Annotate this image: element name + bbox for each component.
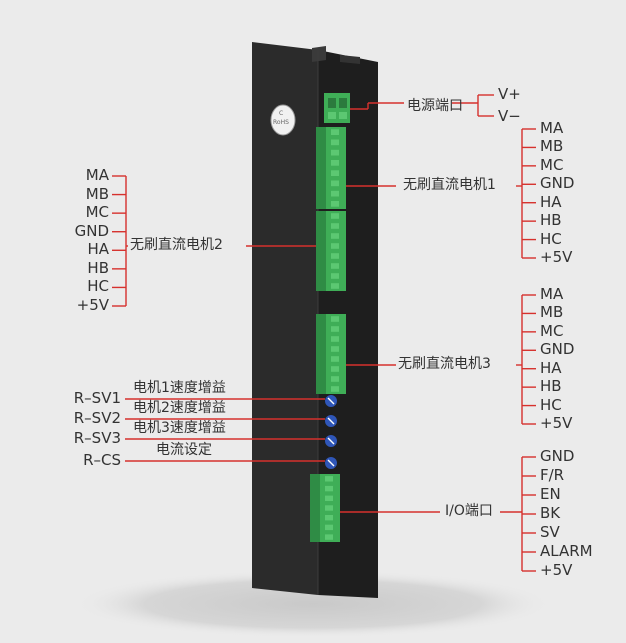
connector-pin — [331, 139, 339, 146]
motor3-pin-label: MA — [540, 285, 564, 303]
motor2-pin-label: HB — [87, 258, 109, 277]
connector-pin — [331, 366, 339, 372]
rohs-badge-text-c: C — [279, 110, 284, 117]
motor1-connector — [316, 127, 346, 209]
connector-pin — [331, 273, 339, 279]
power-pin-vplus: V+ — [498, 85, 521, 103]
connector-pin — [331, 346, 339, 352]
connector-pin — [331, 201, 339, 207]
pot-code-label: R–SV1 — [73, 389, 121, 407]
connector-pin — [331, 223, 339, 229]
io-pin-label: SV — [540, 523, 560, 541]
motor1-pin-label: HC — [540, 229, 562, 248]
motor3-pin-label: HB — [540, 377, 562, 396]
motor3-pin-label: MC — [540, 321, 564, 340]
power-port-label: 电源端口 — [407, 98, 463, 114]
potentiometer-slot — [327, 437, 335, 445]
motor1-pin-label: MC — [540, 155, 564, 174]
motor3-connector — [316, 314, 346, 394]
potentiometers — [325, 395, 337, 469]
io-connector-pins — [325, 476, 333, 540]
connector-pin — [331, 213, 339, 219]
io-pin-label: GND — [540, 447, 575, 465]
io-pin-label: +5V — [540, 561, 573, 579]
connector-pin — [325, 515, 333, 521]
motor2-pin-label: MC — [85, 203, 109, 222]
pot-code-label: R–CS — [83, 451, 121, 469]
io-pin-label: EN — [540, 485, 561, 503]
connector-pin — [331, 233, 339, 239]
connector-pin — [331, 283, 339, 289]
motor3-pin-label: +5V — [540, 414, 573, 432]
motor1-connector-pins — [331, 129, 339, 207]
rohs-badge-icon — [270, 104, 296, 136]
floor-shadow — [73, 570, 553, 638]
connector-pin — [331, 253, 339, 259]
motor3-pin-label: MB — [540, 303, 564, 322]
connector-pin — [325, 505, 333, 511]
connector-pin — [325, 476, 333, 482]
motor2-pin-label: MA — [85, 166, 109, 184]
pot-desc-label: 电机3速度增益 — [133, 420, 226, 436]
power-connector — [324, 93, 350, 123]
pot-desc-label: 电流设定 — [156, 442, 212, 458]
motor1-label: 无刷直流电机1 — [403, 177, 496, 193]
rohs-badge-text-rohs: RoHS — [273, 119, 289, 126]
power-pin-vminus: V− — [498, 107, 521, 125]
motor2-pin-label: GND — [74, 221, 109, 240]
io-port-label: I/O端口 — [445, 503, 493, 519]
connector-pin — [331, 336, 339, 342]
connector-pin — [325, 495, 333, 501]
connector-pin — [331, 170, 339, 176]
motor1-pin-label: MA — [540, 119, 564, 137]
motor3-pin-label: HC — [540, 395, 562, 414]
connector-pin — [331, 190, 339, 197]
motor1-pin-label: GND — [540, 174, 575, 193]
motor1-pin-label: +5V — [540, 248, 573, 266]
motor2-pin-label: HA — [87, 240, 109, 259]
io-pin-label: ALARM — [540, 542, 593, 560]
connector-pin — [331, 160, 339, 166]
pot-desc-label: 电机1速度增益 — [133, 380, 226, 396]
io-pin-label: BK — [540, 504, 561, 522]
io-pin-label: F/R — [540, 466, 565, 484]
motor3-pin-label: GND — [540, 340, 575, 359]
motor2-connector — [316, 211, 346, 291]
connector-pin — [331, 376, 339, 382]
motor2-pin-label: +5V — [76, 296, 109, 314]
connector-pin — [325, 485, 333, 492]
motor3-label: 无刷直流电机3 — [398, 356, 491, 372]
connector-pin — [331, 356, 339, 362]
pot-code-label: R–SV3 — [73, 429, 121, 447]
motor3-pin-label: HA — [540, 358, 562, 377]
connector-pin — [325, 524, 333, 531]
pot-code-label: R–SV2 — [73, 409, 121, 427]
connector-pin — [331, 326, 339, 332]
potentiometer-slot — [327, 397, 335, 405]
motor1-pin-label: HA — [540, 192, 562, 211]
potentiometer-slot — [327, 417, 335, 425]
connector-pin — [331, 386, 339, 392]
connector-pin — [331, 316, 339, 322]
motor1-pin-label: MB — [540, 137, 564, 156]
potentiometer-slot — [327, 459, 335, 467]
connector-pin — [325, 534, 333, 540]
leader-lines — [112, 94, 536, 572]
motor2-pin-label: HC — [87, 277, 109, 296]
connector-pin — [331, 180, 339, 187]
motor2-pin-label: MB — [85, 184, 109, 203]
motor2-label: 无刷直流电机2 — [130, 237, 223, 253]
motor2-connector-pins — [331, 213, 339, 289]
motor3-connector-pins — [331, 316, 339, 392]
motor1-pin-label: HB — [540, 211, 562, 230]
pot-desc-label: 电机2速度增益 — [133, 400, 226, 416]
connector-pin — [331, 129, 339, 135]
connector-pin — [331, 263, 339, 269]
connector-pin — [331, 243, 339, 249]
connector-pin — [331, 149, 339, 156]
